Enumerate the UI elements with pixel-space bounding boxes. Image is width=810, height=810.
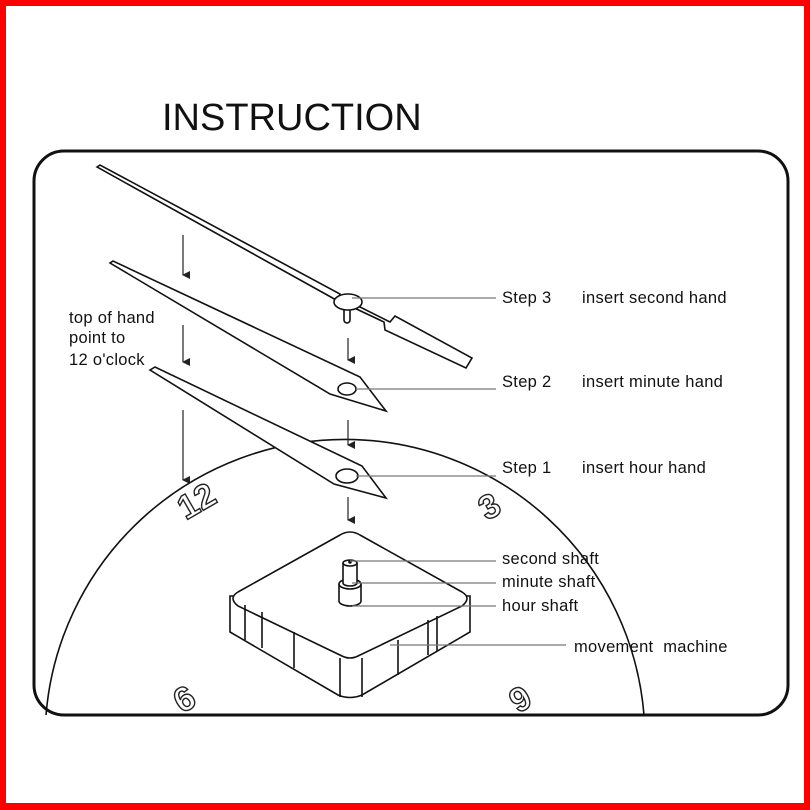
hour-hand	[148, 366, 389, 500]
dial-number-3: 3	[472, 486, 507, 528]
note-line-3: 12 o'clock	[69, 351, 145, 369]
dial-number-6: 6	[502, 677, 537, 719]
arrows	[182, 235, 355, 524]
dial-number-9: 9	[166, 677, 201, 719]
movement-machine	[229, 531, 471, 699]
second-shaft-label: second shaft	[502, 550, 599, 568]
dial-number-12: 12	[171, 476, 223, 528]
step-1-label: Step 1	[502, 459, 552, 477]
movement-machine-label: movement machine	[574, 638, 728, 656]
note-line-2: point to	[69, 329, 126, 347]
hour-shaft-label: hour shaft	[502, 597, 578, 615]
note-line-1: top of hand	[69, 309, 155, 327]
step-3-label: Step 3	[502, 289, 552, 307]
minute-hand	[108, 260, 389, 413]
second-hand	[95, 164, 474, 370]
step-2-action: insert minute hand	[582, 373, 723, 391]
instruction-box	[32, 149, 790, 717]
leader-lines	[350, 297, 566, 646]
step-3-action: insert second hand	[582, 289, 727, 307]
minute-shaft-label: minute shaft	[502, 573, 596, 591]
title: INSTRUCTION	[162, 97, 422, 139]
clock-dial	[45, 438, 645, 716]
step-1-action: insert hour hand	[582, 459, 706, 477]
step-2-label: Step 2	[502, 373, 552, 391]
